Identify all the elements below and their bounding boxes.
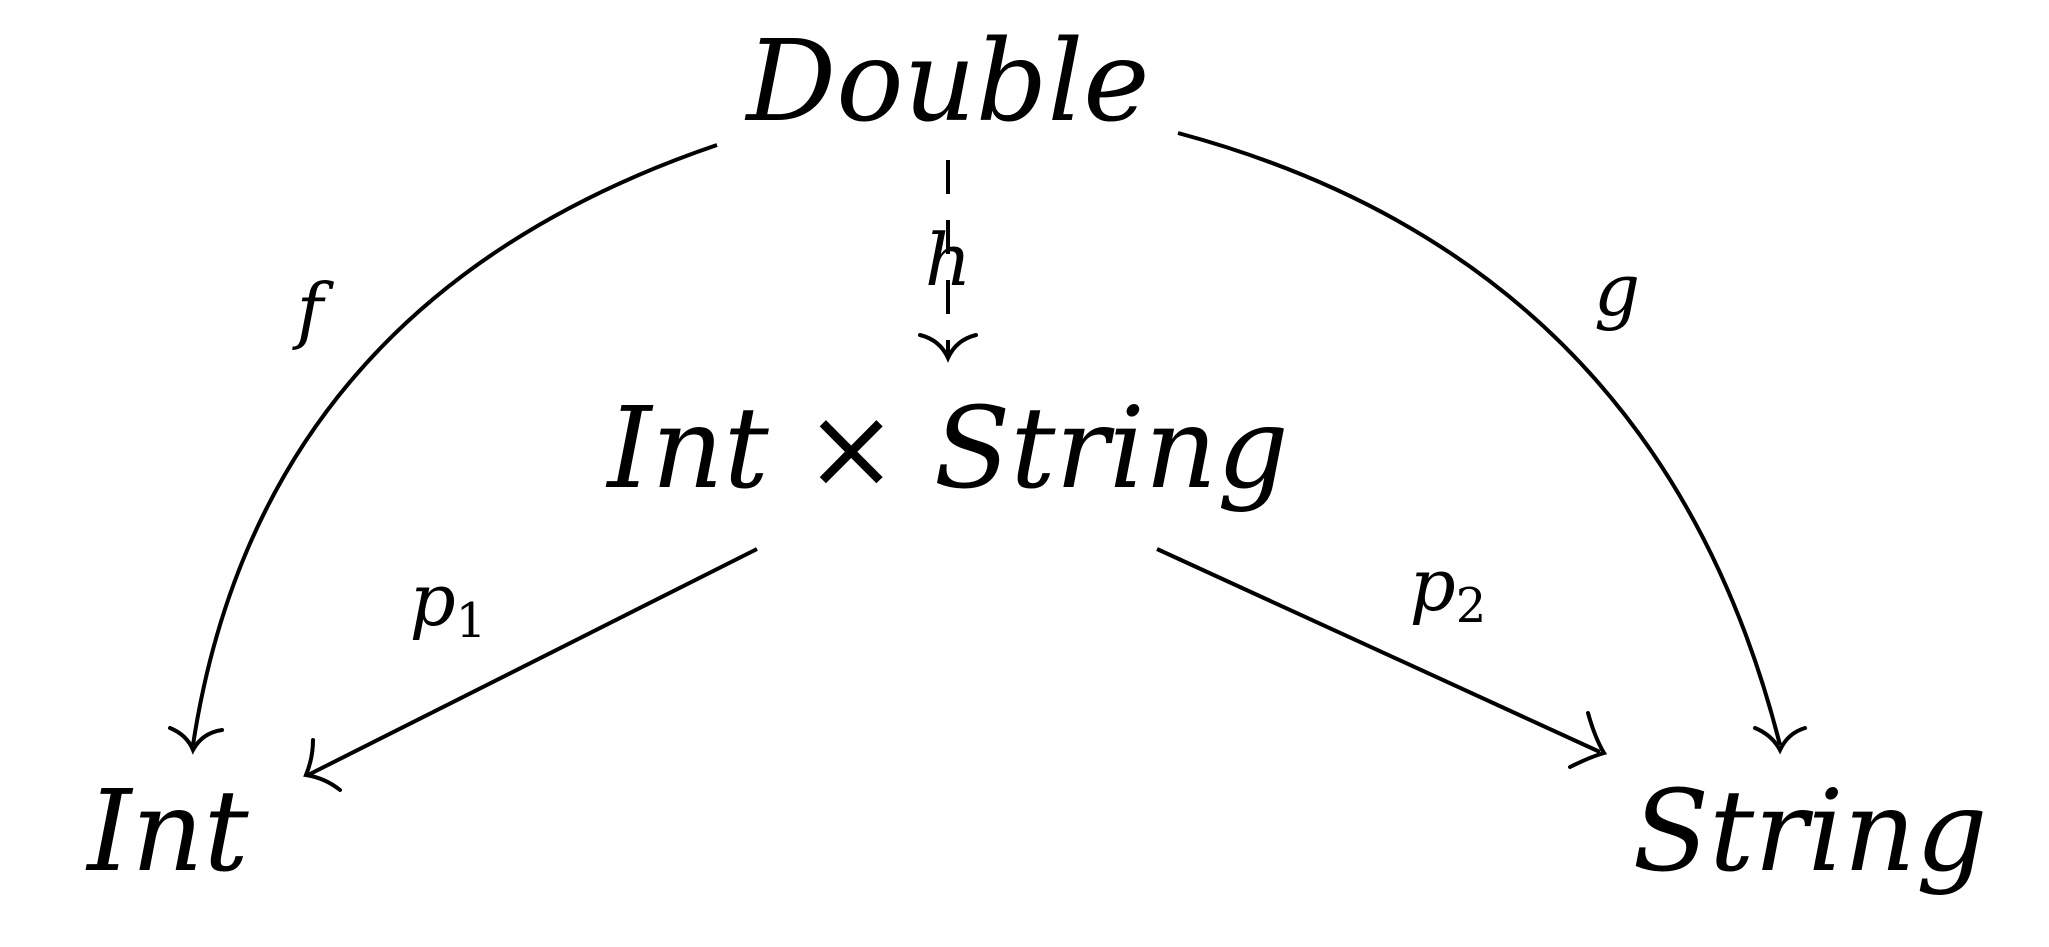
arrowhead-h xyxy=(918,333,978,363)
arrow-f xyxy=(191,143,718,746)
arrow-g xyxy=(1177,131,1782,746)
label-f: f xyxy=(292,268,335,352)
label-p2-subscript: 2 xyxy=(1456,578,1487,634)
arrowhead-f xyxy=(168,726,224,755)
label-p1-subscript: 1 xyxy=(456,593,487,649)
node-string: String xyxy=(1633,767,1988,897)
label-p1-base: p xyxy=(410,558,456,642)
label-p2-base: p xyxy=(1410,543,1456,627)
arrowhead-p1 xyxy=(303,738,342,792)
label-g: g xyxy=(1594,248,1640,332)
arrow-p2 xyxy=(1156,547,1601,754)
label-p2: p2 xyxy=(1410,543,1487,634)
label-h: h xyxy=(925,218,971,302)
node-int-times-string: Int × String xyxy=(605,384,1288,514)
arrow-p1 xyxy=(307,547,758,777)
arrowhead-g xyxy=(1753,726,1807,755)
node-int: Int xyxy=(85,767,249,897)
node-double: Double xyxy=(744,17,1149,147)
arrowhead-p2 xyxy=(1568,711,1608,769)
label-p1: p1 xyxy=(410,558,487,649)
